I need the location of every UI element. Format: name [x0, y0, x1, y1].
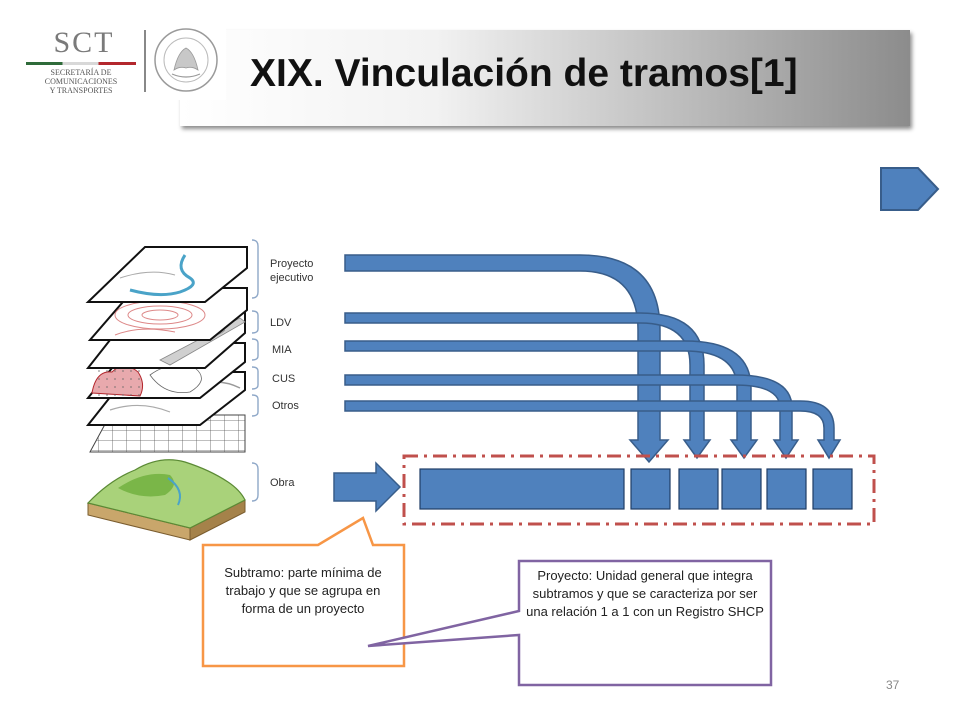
subtramo-5 — [812, 468, 853, 510]
label-ldv: LDV — [270, 317, 292, 329]
logo-divider — [144, 30, 146, 92]
map-layers-illustration — [85, 246, 248, 541]
bracket-obra — [251, 462, 259, 502]
logo-subtitle-line: COMUNICACIONES — [44, 77, 118, 86]
bracket-ldv — [251, 310, 259, 334]
bracket-mia — [251, 338, 259, 361]
proyecto-callout-box — [367, 559, 773, 687]
bracket-proyecto — [251, 239, 259, 299]
subtramo-1 — [630, 468, 671, 510]
obra-arrow-icon — [333, 461, 402, 513]
subtramo-callout-box — [201, 516, 406, 668]
slide-title: XIX. Vinculación de tramos[1] — [250, 52, 798, 95]
logo-tricolor-line — [26, 62, 136, 65]
next-slide-arrow-icon[interactable] — [880, 167, 940, 211]
subtramo-main — [419, 468, 625, 510]
page-number: 37 — [886, 678, 900, 692]
label-obra: Obra — [270, 477, 295, 489]
subtramo-blocks — [419, 468, 853, 510]
logo-subtitle-line: Y TRANSPORTES — [49, 86, 113, 95]
arrow-mia — [344, 340, 759, 460]
subtramo-3 — [721, 468, 762, 510]
subtramo-2 — [678, 468, 719, 510]
sct-logo: SCT SECRETARÍA DE COMUNICACIONES Y TRANS… — [12, 20, 226, 100]
mexico-seal-icon — [154, 28, 218, 92]
proyecto-callout-text: Proyecto: Unidad general que integra sub… — [526, 568, 764, 619]
arrow-proyecto — [344, 254, 670, 464]
logo-acronym: SCT — [53, 26, 115, 59]
subtramo-4 — [766, 468, 807, 510]
terrain-block — [86, 459, 246, 541]
label-otros: Otros — [272, 400, 299, 412]
project-container-dashed — [402, 454, 876, 526]
bracket-otros — [251, 394, 259, 417]
layer-brackets — [251, 239, 259, 502]
label-mia: MIA — [272, 344, 292, 356]
label-proyecto-ejecutivo: Proyecto ejecutivo — [270, 258, 314, 284]
logo-subtitle-line: SECRETARÍA DE — [50, 68, 112, 77]
arrow-ldv — [344, 312, 712, 460]
label-cus: CUS — [272, 373, 296, 385]
proyecto-layer — [85, 246, 248, 303]
title-bar — [180, 30, 910, 126]
bracket-cus — [251, 366, 259, 390]
subtramo-callout-text: Subtramo: parte mínima de trabajo y que … — [224, 565, 382, 616]
logo-subtitle: SECRETARÍA DE COMUNICACIONES Y TRANSPORT… — [26, 68, 136, 95]
arrow-otros — [344, 400, 842, 460]
link-arrows — [344, 254, 842, 464]
arrow-cus — [344, 374, 800, 460]
